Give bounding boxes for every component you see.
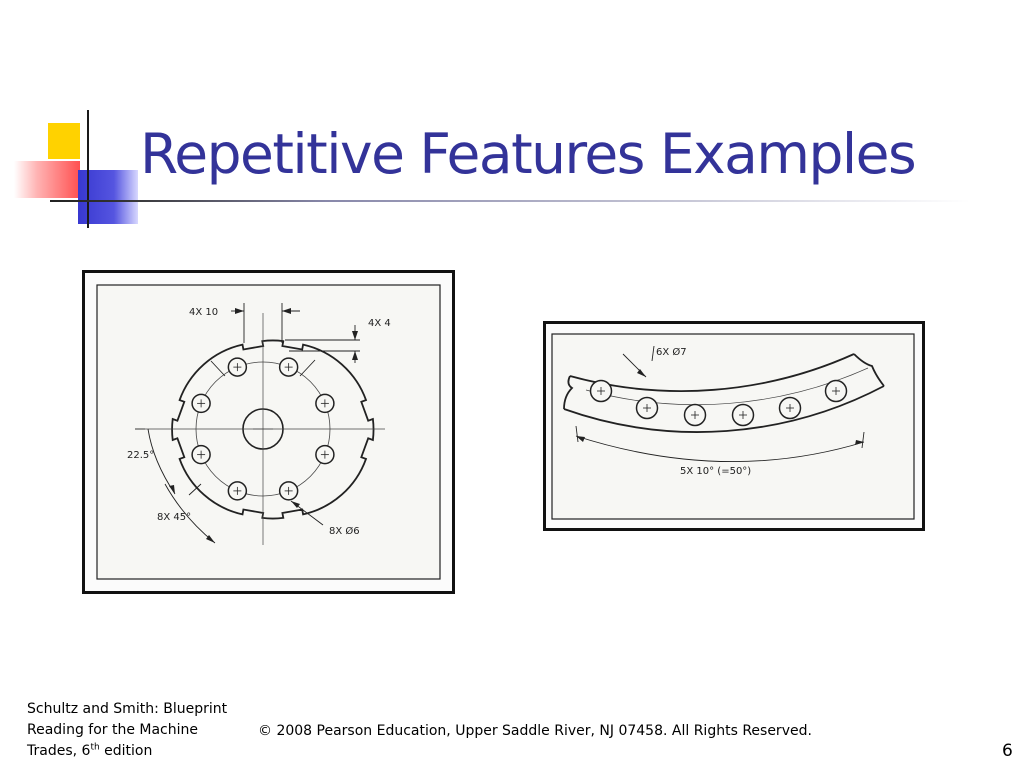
drawing-border xyxy=(551,333,915,520)
dimension-arrows xyxy=(576,369,864,445)
segment-hole xyxy=(824,379,848,403)
bolt-hole xyxy=(191,393,211,414)
citation-line-3-suffix: edition xyxy=(99,743,153,759)
page-number: 6 xyxy=(1002,741,1013,761)
label-top-width: 4X 10 xyxy=(189,307,218,318)
citation-superscript: th xyxy=(90,742,100,753)
bolt-hole xyxy=(315,444,335,465)
centerlines xyxy=(145,313,385,545)
bolt-hole xyxy=(278,357,299,377)
bolt-hole xyxy=(278,481,299,501)
segment-holes xyxy=(589,379,848,427)
copyright-notice: © 2008 Pearson Education, Upper Saddle R… xyxy=(258,723,812,739)
title-underline-rule xyxy=(50,200,970,202)
citation-line-2: Reading for the Machine xyxy=(27,722,199,738)
drawing-border xyxy=(96,284,441,580)
bolt-hole xyxy=(227,481,248,501)
bolt-holes xyxy=(191,357,335,501)
segment-hole xyxy=(778,396,802,420)
arc-segment-drawing: 6X Ø7 5X 10° (=50°) xyxy=(551,333,915,520)
bolt-hole xyxy=(227,357,248,377)
vertical-rule xyxy=(87,110,89,228)
segment-hole xyxy=(731,403,755,427)
flange-outline xyxy=(171,339,375,520)
citation-line-1: Schultz and Smith: Blueprint xyxy=(27,701,228,717)
dimension-arrows xyxy=(169,308,358,543)
segment-hole xyxy=(635,396,659,420)
citation-line-3-prefix: Trades, 6 xyxy=(27,743,91,759)
label-angle-spacing: 8X 45° xyxy=(157,512,191,523)
label-angle-offset: 22.5° xyxy=(127,450,154,461)
bolt-hole xyxy=(315,393,335,414)
yellow-square-decoration xyxy=(48,123,80,159)
citation: Schultz and Smith: Blueprint Reading for… xyxy=(27,699,247,762)
arc-segment-drawing-figure: 6X Ø7 5X 10° (=50°) xyxy=(543,321,925,531)
label-hole-diameter: 6X Ø7 xyxy=(656,346,687,358)
segment-hole xyxy=(683,403,707,427)
segment-hole xyxy=(589,379,613,403)
slide-title: Repetitive Features Examples xyxy=(140,122,917,186)
red-square-decoration xyxy=(14,161,80,198)
label-slot-depth: 4X 4 xyxy=(368,318,391,329)
label-spacing: 5X 10° (=50°) xyxy=(680,466,751,477)
label-hole-diameter: 8X Ø6 xyxy=(329,525,360,537)
bolt-hole xyxy=(191,444,211,465)
flange-drawing-figure: 4X 10 4X 4 22.5° 8X 45° 8X Ø6 xyxy=(82,270,455,594)
flange-drawing: 4X 10 4X 4 22.5° 8X 45° 8X Ø6 xyxy=(96,284,441,580)
citation-line-3: Trades, 6th edition xyxy=(27,741,247,762)
